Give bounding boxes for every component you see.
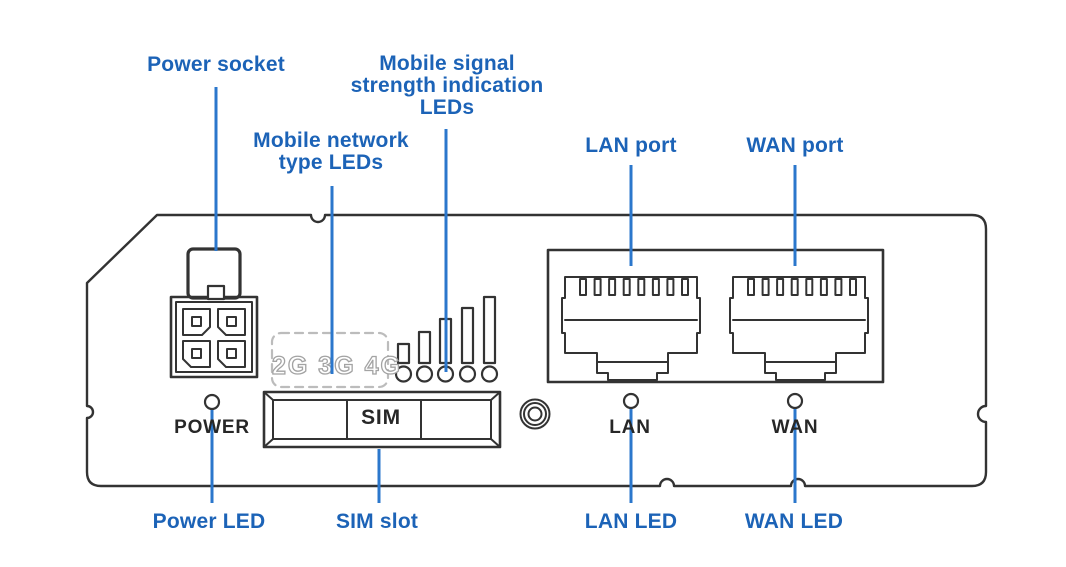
callout-mobile-network-type-leds: Mobile network type LEDs [253, 129, 409, 174]
callout-wan-led: WAN LED [744, 510, 844, 533]
signal-strength-leds [394, 365, 499, 383]
wan-port-jack [729, 276, 869, 381]
callout-lan-port: LAN port [585, 134, 677, 157]
callout-power-led: Power LED [152, 510, 266, 533]
callout-mobile-signal-strength-leds: Mobile signal strength indication LEDs [350, 52, 544, 119]
lan-led [622, 392, 640, 410]
callout-wan-port: WAN port [746, 134, 844, 157]
power-silkscreen-label: POWER [174, 417, 250, 438]
power-led [203, 393, 221, 411]
reset-button [519, 398, 551, 430]
sim-silkscreen-label: SIM [361, 406, 401, 429]
lan-port-jack [561, 276, 701, 381]
callout-lan-led: LAN LED [584, 510, 678, 533]
sim-slot [262, 390, 502, 449]
device-outline [85, 213, 988, 488]
callout-power-socket: Power socket [147, 53, 285, 76]
power-socket-latch-notch [206, 284, 226, 301]
callout-sim-slot: SIM slot [335, 510, 419, 533]
lan-silkscreen-label: LAN [609, 417, 651, 438]
signal-strength-bars [396, 295, 497, 365]
wan-led [786, 392, 804, 410]
power-socket [169, 247, 259, 379]
wan-silkscreen-label: WAN [771, 417, 819, 438]
ethernet-port-housing [546, 248, 885, 384]
network-type-labels: 2G 3G 4G [271, 351, 402, 380]
network-type-led-box [270, 331, 390, 389]
